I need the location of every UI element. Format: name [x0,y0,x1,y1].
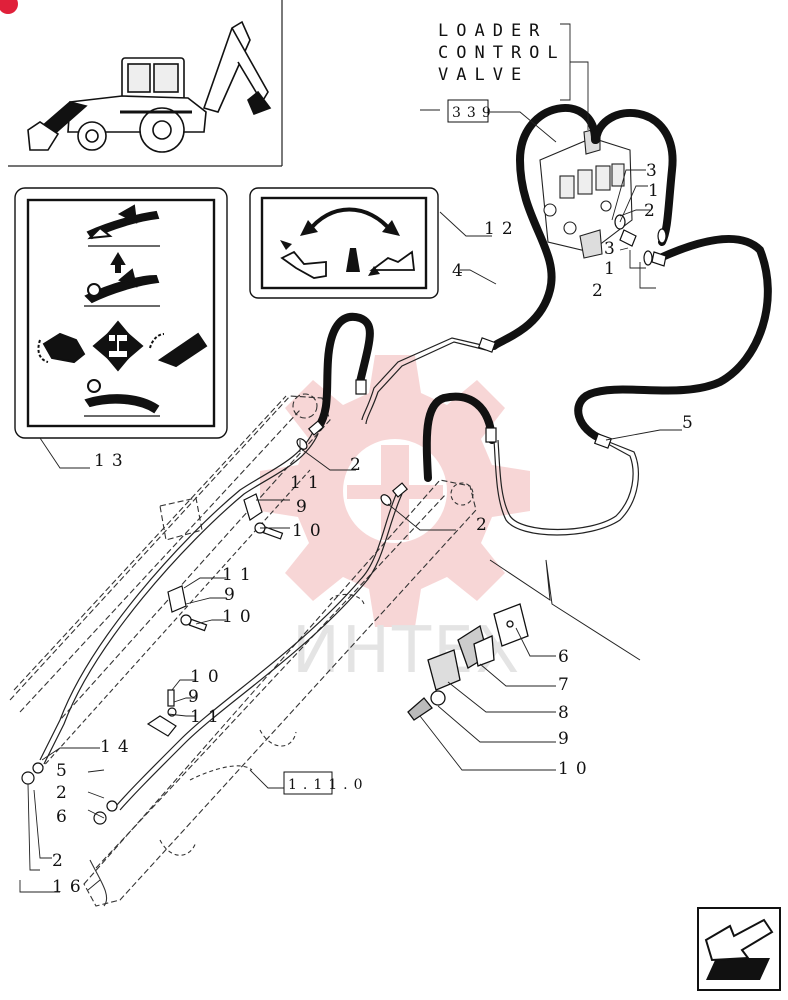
callout-2-top: 2 [644,201,662,221]
leader-lines [19,23,682,893]
ref-box-bottom-text: 1.11.0 [288,777,369,793]
callout-12: 12 [484,219,520,239]
callout-2-right-fitting: 2 [476,515,494,535]
callout-2-lower-left: 2 [52,851,70,871]
title-block: LOADER CONTROL VALVE [438,21,566,85]
callout-5-bottom: 5 [56,761,74,781]
hose-main-loop [314,104,772,482]
ref-box-top: 339 [447,99,497,123]
callout-9-a: 9 [296,497,314,517]
callout-11-b: 11 [222,565,258,585]
clamp-group-1 [243,493,284,540]
clamp-group-2 [167,585,208,632]
callout-10-d: 10 [558,759,594,779]
callout-9-d: 9 [558,729,576,749]
callout-11-a: 11 [290,473,326,493]
corner-badge-icon [0,0,18,14]
decal-loader-controls [14,187,228,439]
loader-arm-left [9,393,331,721]
callout-6: 6 [558,647,576,667]
callout-9-b: 9 [224,585,242,605]
decal-swing-control [249,187,439,299]
callout-10-b: 10 [222,607,258,627]
callout-10-c: 10 [190,667,226,687]
title-line-2: CONTROL [438,43,566,63]
callout-13: 13 [94,451,130,471]
callout-8: 8 [558,703,576,723]
fittings [21,214,667,825]
next-page-arrow-button[interactable] [697,907,781,991]
loader-arm-right [39,469,477,907]
callout-1-mid: 1 [604,259,622,279]
backhoe-loader-icon [27,20,272,153]
callout-5: 5 [682,413,700,433]
callout-1-top: 1 [648,181,666,201]
ref-box-top-text: 339 [452,105,497,121]
callout-2-left-fitting: 2 [350,455,368,475]
callout-9-c: 9 [188,687,206,707]
callout-14: 14 [100,737,136,757]
steel-tubes [39,337,639,811]
callout-6-bottom: 6 [56,807,74,827]
machine-inset [0,0,283,167]
callout-2-mid: 2 [592,281,610,301]
ref-box-bottom: 1.11.0 [283,771,369,795]
callout-16: 16 [52,877,88,897]
arrow-left-icon [704,918,774,980]
callout-2-bottom: 2 [56,783,74,803]
title-line-1: LOADER [438,21,547,41]
callout-11-c: 11 [190,707,226,727]
callouts: 13 12 4 5 3 1 2 3 1 2 2 11 9 10 2 11 9 1… [52,161,700,897]
callout-4: 4 [452,261,470,281]
clamp-group-3 [146,689,177,737]
callout-3-top: 3 [646,161,664,181]
title-line-3: VALVE [438,65,529,85]
section-break-line [489,559,641,661]
callout-10-a: 10 [292,521,328,541]
callout-7: 7 [558,675,576,695]
callout-3-mid: 3 [604,239,622,259]
